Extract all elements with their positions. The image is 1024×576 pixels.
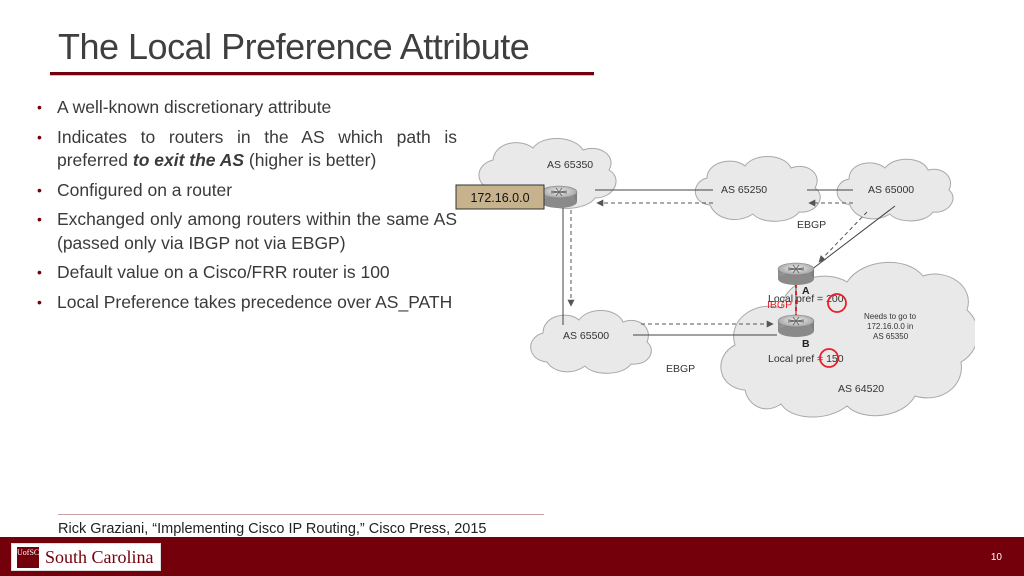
cloud-as-65000 [836, 158, 954, 222]
bullet-emphasis: to exit the AS [132, 150, 245, 170]
bullet-glyph: • [37, 181, 42, 198]
bullet-text: A well-known discretionary attribute [57, 97, 332, 117]
bullet-item: • Default value on a Cisco/FRR router is … [36, 261, 457, 285]
page-number: 10 [990, 552, 1002, 563]
bullet-item: • Local Preference takes precedence over … [36, 291, 457, 315]
bgp-topology-diagram: 172.16.0.0 AS 65350 AS 65250 AS 65000 AS… [455, 130, 975, 430]
arrow-routerA-to-65000 [818, 211, 868, 263]
bullet-text: Default value on a Cisco/FRR router is 1… [57, 262, 390, 282]
logo-shield-text: UofSC [17, 548, 40, 557]
cloud-as-64520 [720, 262, 975, 418]
bullet-glyph: • [37, 264, 42, 280]
bullet-text: Configured on a router [57, 179, 233, 200]
note-line-1: Needs to go to [864, 312, 917, 321]
label-as-65350: AS 65350 [547, 159, 593, 171]
link-65000-routerA [810, 205, 896, 271]
highlight-circle-b [819, 348, 839, 368]
university-logo: UofSC South Carolina [11, 543, 161, 571]
bullet-text: (higher is better) [244, 150, 377, 170]
bullet-item: • Indicates to routers in the AS which pa… [36, 126, 457, 173]
citation-rule [58, 514, 544, 515]
localpref-b-text: Local pref = 150 [768, 353, 844, 365]
label-ebgp-top: EBGP [797, 219, 826, 231]
footer-bar: UofSC South Carolina 10 [0, 537, 1024, 576]
slide-title: The Local Preference Attribute [58, 26, 530, 67]
note-line-3: AS 65350 [873, 332, 909, 341]
diagram-svg: 172.16.0.0 AS 65350 AS 65250 AS 65000 AS… [455, 137, 975, 418]
logo-text: South Carolina [45, 547, 154, 567]
citation: Rick Graziani, “Implementing Cisco IP Ro… [58, 521, 487, 537]
router-a-label: A [802, 285, 810, 297]
label-as-64520: AS 64520 [838, 383, 884, 395]
title-underline-shadow [50, 75, 594, 76]
highlight-circle-a [827, 293, 847, 313]
router-a-icon [777, 262, 815, 285]
bullet-list: • A well-known discretionary attribute • I… [36, 96, 457, 320]
update-arrows [567, 199, 868, 328]
bullet-glyph: • [37, 99, 42, 115]
bullet-glyph: • [37, 293, 42, 310]
title-underline [50, 72, 594, 75]
bullet-text: Indicates to routers in the AS which pat… [57, 126, 457, 171]
bullet-glyph: • [37, 128, 42, 145]
router-b-label: B [802, 338, 810, 350]
label-as-65000: AS 65000 [868, 184, 914, 196]
localpref-a-text: Local pref = 200 [768, 293, 844, 305]
cloud-as-65250 [694, 156, 821, 222]
network-label: 172.16.0.0 [470, 191, 529, 205]
note-line-2: 172.16.0.0 in [867, 322, 913, 331]
bullet-text: Exchanged only among routers within the … [57, 209, 457, 253]
router-as-65350-icon [540, 185, 578, 208]
bullet-glyph: • [37, 211, 42, 227]
label-as-65250: AS 65250 [721, 184, 767, 196]
label-as-65500: AS 65500 [563, 330, 609, 342]
label-ibgp: IBGP [767, 299, 792, 311]
bullet-item: • A well-known discretionary attribute [36, 96, 457, 120]
bullet-text: Local Preference takes precedence over A… [57, 291, 453, 312]
router-b-icon [777, 314, 815, 337]
bullet-item: • Exchanged only among routers within the… [36, 208, 457, 255]
bullet-item: • Configured on a router [36, 179, 457, 203]
label-ebgp-bottom: EBGP [666, 363, 695, 375]
network-label-box [455, 184, 545, 210]
logo-shield-icon: UofSC [17, 547, 39, 568]
